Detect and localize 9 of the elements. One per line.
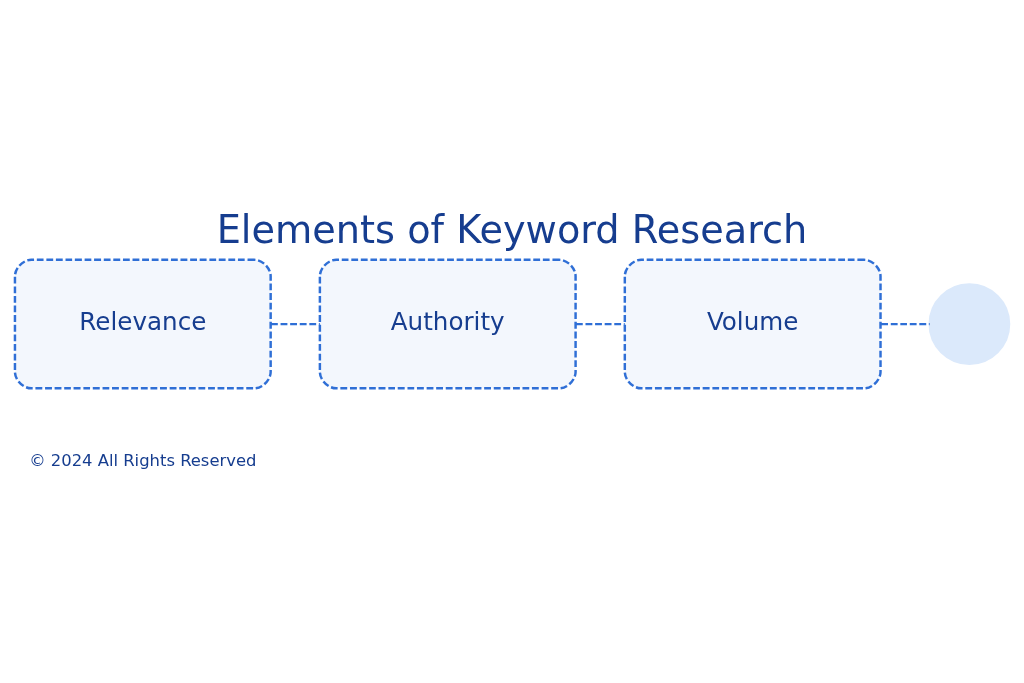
diagram-title: Elements of Keyword Research <box>216 206 808 252</box>
connector <box>271 322 320 326</box>
connector <box>881 322 930 326</box>
node-circle <box>928 283 1011 365</box>
node-box: Relevance <box>13 258 272 390</box>
node-box: Volume <box>623 258 882 390</box>
label: © 2024 All Rights Reserved <box>29 451 257 471</box>
node-box: Authority <box>318 258 577 390</box>
connector <box>575 322 625 326</box>
